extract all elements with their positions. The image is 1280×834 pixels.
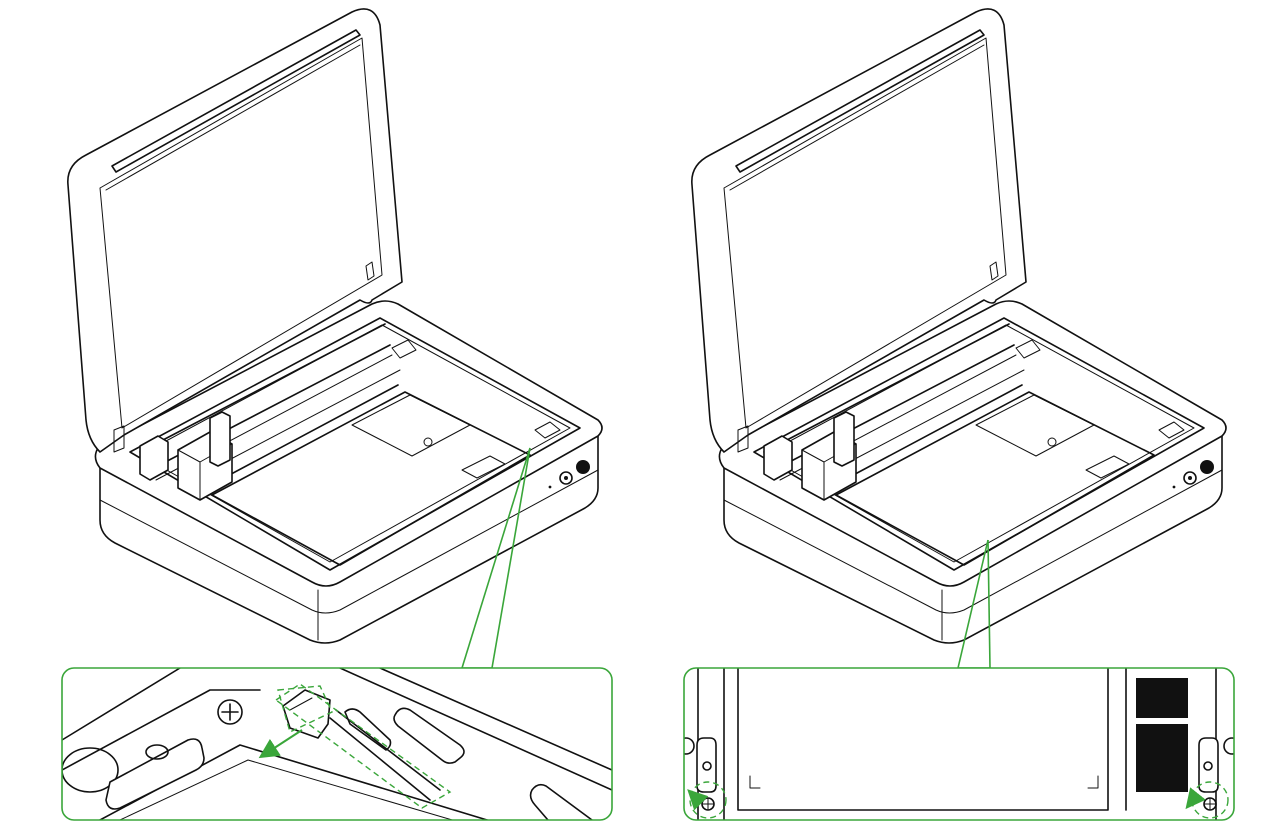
laser-engraver-right: [691, 8, 1227, 644]
zoom-panel-right: [683, 667, 1235, 821]
laser-engraver-left: [67, 8, 603, 644]
zoom-panel-left: [61, 667, 613, 821]
